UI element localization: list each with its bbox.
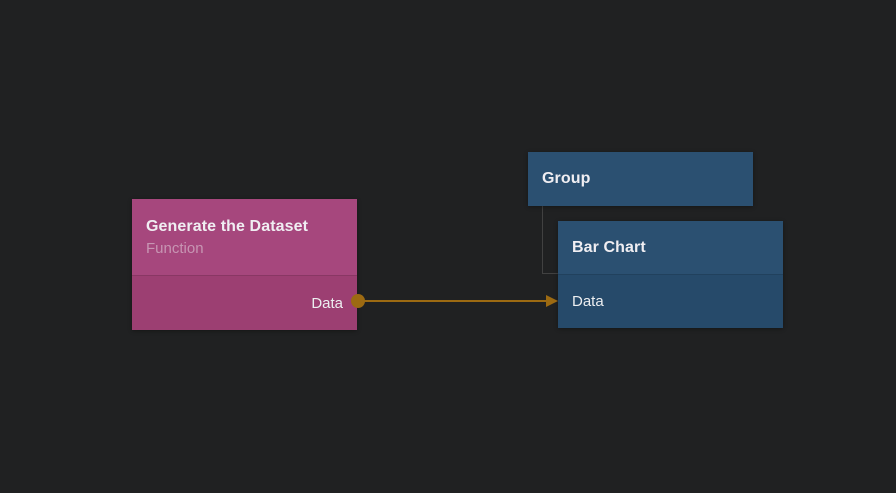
node-bar-chart-header[interactable]: Bar Chart — [558, 221, 783, 274]
node-title: Generate the Dataset — [146, 217, 309, 235]
input-port-data[interactable]: Data — [558, 275, 783, 328]
connection-arrowhead-icon — [546, 295, 558, 307]
node-bar-chart-body: Data — [558, 274, 783, 328]
node-bar-chart[interactable]: Bar Chart Data — [558, 221, 783, 328]
node-title: Group — [542, 170, 591, 187]
node-title: Bar Chart — [572, 238, 646, 256]
node-subtitle: Function — [146, 239, 204, 257]
node-group-header[interactable]: Group — [528, 152, 753, 206]
node-group[interactable]: Group — [528, 152, 753, 206]
input-port-label: Data — [572, 293, 604, 310]
node-generate-dataset[interactable]: Generate the Dataset Function Data — [132, 199, 357, 330]
group-child-connector — [542, 206, 558, 274]
output-port-label: Data — [311, 294, 343, 312]
node-generate-dataset-body: Data — [132, 275, 357, 330]
node-generate-dataset-header[interactable]: Generate the Dataset Function — [132, 199, 357, 275]
output-port-data[interactable]: Data — [132, 276, 357, 330]
